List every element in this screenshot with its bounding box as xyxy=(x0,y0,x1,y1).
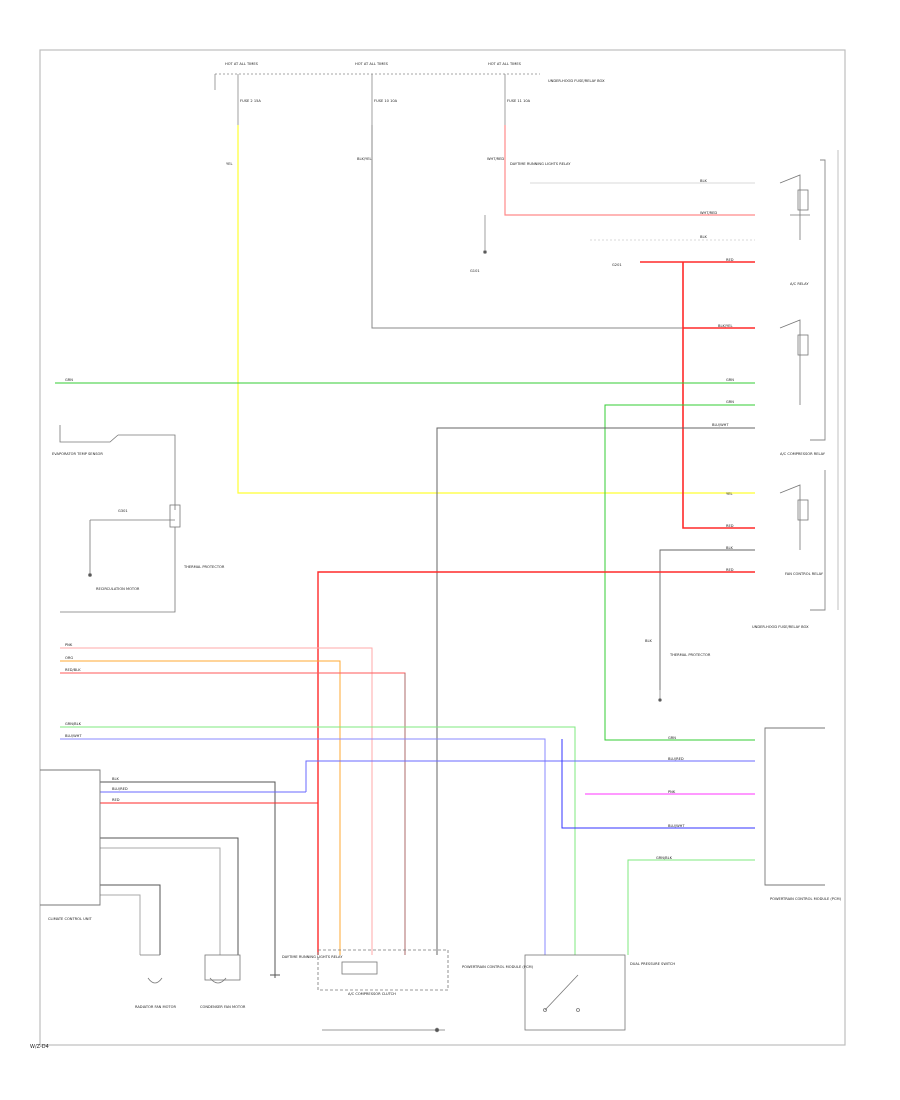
wire-ccu-outputs xyxy=(100,781,318,978)
climate-control-unit-label: CLIMATE CONTROL UNIT xyxy=(48,917,93,921)
wire-red-fan xyxy=(317,571,755,955)
fuse-rating: FUSE 2 15A xyxy=(240,99,261,103)
condenser-fan-motor xyxy=(204,954,241,984)
powertrain-control-module xyxy=(764,727,825,886)
figure-label: W/Z-D4 xyxy=(30,1044,49,1050)
daytime-running-label-2: DAYTIME RUNNING LIGHTS RELAY xyxy=(282,955,343,959)
wire-label: BLU/WHT xyxy=(712,423,729,427)
wire-label: RED xyxy=(112,798,120,802)
wire-label: GRN xyxy=(726,378,734,382)
wire-label: BLK xyxy=(112,777,119,781)
daytime-relay-label: DAYTIME RUNNING LIGHTS RELAY xyxy=(510,162,571,166)
pcm-side-label: POWERTRAIN CONTROL MODULE (PCM) xyxy=(462,965,534,969)
wire-gray-fan xyxy=(659,549,755,690)
fuse-label: HOT AT ALL TIMES xyxy=(488,62,522,66)
fuse-11: HOT AT ALL TIMES FUSE 11 10A xyxy=(488,62,531,125)
pcm-label: POWERTRAIN CONTROL MODULE (PCM) xyxy=(770,897,842,901)
wire-label: RED xyxy=(726,568,734,572)
wire-label: YEL xyxy=(726,492,732,496)
recirculation-motor-label: RECIRCULATION MOTOR xyxy=(96,587,140,591)
radiator-fan-motor xyxy=(140,954,163,984)
thermal-protector-symbol xyxy=(658,630,662,702)
fuse-rating: FUSE 11 10A xyxy=(507,99,531,103)
wire-label: WHT/RED xyxy=(700,211,717,215)
fuse-bus xyxy=(214,73,540,90)
a-c-relay: A/C RELAY xyxy=(779,174,810,286)
relay-bracket xyxy=(810,150,839,611)
dual-pressure-switch xyxy=(524,954,626,1031)
wire-label: BLK/YEL xyxy=(357,157,372,161)
wire-label: RED xyxy=(726,524,734,528)
wire-label: BLK xyxy=(700,179,707,183)
fuse-rating: FUSE 10 10A xyxy=(374,99,398,103)
wire-label: BLK xyxy=(645,639,652,643)
wire-label: BLU/WHT xyxy=(668,824,685,828)
diagram-border xyxy=(39,49,846,1046)
underhood-box-label-2: UNDER-HOOD FUSE/RELAY BOX xyxy=(752,625,809,629)
fan-control-relay: FAN CONTROL RELAY xyxy=(779,484,824,576)
wire-label: PNK xyxy=(65,643,73,647)
wire-label: BLU/RED xyxy=(668,757,684,761)
fuse-10: HOT AT ALL TIMES FUSE 10 10A xyxy=(355,62,398,125)
wire-gray-fuse10 xyxy=(371,125,755,329)
wire-label: PNK xyxy=(668,790,676,794)
wire-label: GRN/BLK xyxy=(65,722,82,726)
wire-label: BLU/RED xyxy=(112,787,128,791)
wire-label: YEL xyxy=(226,162,232,166)
dual-pressure-switch-label: DUAL PRESSURE SWITCH xyxy=(630,962,675,966)
underhood-box-label: UNDER-HOOD FUSE/RELAY BOX xyxy=(548,79,605,83)
wire-label: GRN xyxy=(65,378,73,382)
wire-pcm-inputs xyxy=(305,739,755,955)
wire-label: BLK xyxy=(726,546,733,550)
ground-label: G101 xyxy=(470,269,480,273)
wire-label: BLK/YEL xyxy=(718,324,733,328)
wire-red-main xyxy=(640,261,755,529)
wire-label: RED xyxy=(726,258,734,262)
fuse-2: HOT AT ALL TIMES FUSE 2 15A xyxy=(225,62,261,125)
wire-label: GRN/BLK xyxy=(656,856,673,860)
a-c-compressor-clutch-label: A/C COMPRESSOR CLUTCH xyxy=(348,992,396,996)
wire-gray-compressor xyxy=(436,427,755,955)
evaporator-sensor-label: EVAPORATOR TEMP SENSOR xyxy=(52,452,103,456)
fan-control-relay-label: FAN CONTROL RELAY xyxy=(785,572,824,576)
a-c-compressor-relay-label: A/C COMPRESSOR RELAY xyxy=(780,452,826,456)
wire-red-fuse11 xyxy=(504,125,755,216)
condenser-fan-motor-label: CONDENSER FAN MOTOR xyxy=(200,1005,246,1009)
thermal-protector-left-label: THERMAL PROTECTOR xyxy=(183,565,225,569)
wire-yellow xyxy=(237,125,755,494)
ground-label: G201 xyxy=(612,263,622,267)
wire-label: GRN xyxy=(668,736,676,740)
fuse-label: HOT AT ALL TIMES xyxy=(355,62,389,66)
ground-g101 xyxy=(483,215,487,254)
ground-label: G301 xyxy=(118,509,128,513)
a-c-relay-label: A/C RELAY xyxy=(790,282,809,286)
evaporator-sensor xyxy=(59,425,181,613)
radiator-fan-motor-label: RADIATOR FAN MOTOR xyxy=(135,1005,176,1009)
fuse-label: HOT AT ALL TIMES xyxy=(225,62,259,66)
thermal-protector-label: THERMAL PROTECTOR xyxy=(669,653,711,657)
a-c-compressor-relay: A/C COMPRESSOR RELAY xyxy=(779,319,826,456)
wire-label: RED/BLK xyxy=(65,668,81,672)
climate-control-unit xyxy=(40,769,101,906)
a-c-compressor-clutch xyxy=(317,949,449,1033)
wire-long-signal xyxy=(60,726,576,955)
wire-left-group xyxy=(60,647,406,955)
wire-label: BLU/WHT xyxy=(65,734,82,738)
wire-label: BLK xyxy=(700,235,707,239)
wire-label: ORG xyxy=(65,656,73,660)
wire-label: GRN xyxy=(726,400,734,404)
wire-label: WHT/RED xyxy=(487,157,504,161)
